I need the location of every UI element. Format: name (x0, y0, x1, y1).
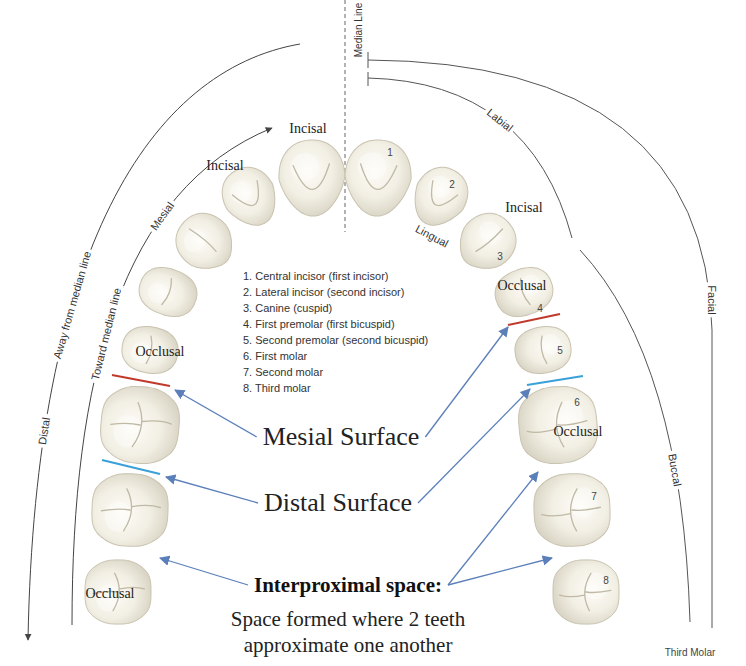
tooth-list-item: 8. Third molar (243, 382, 311, 394)
tooth-highlight (226, 177, 257, 207)
tooth-outline (489, 260, 559, 323)
surface-term: Occlusal (136, 344, 185, 360)
leader-arrow (175, 390, 257, 437)
toward-median-arrow (72, 128, 272, 625)
tooth-outline (165, 203, 244, 282)
tooth-outline (133, 260, 203, 323)
tooth-list-item: 2. Lateral incisor (second incisor) (243, 286, 404, 298)
tooth-groove (101, 488, 161, 532)
distal-surface-mark (102, 460, 160, 474)
corner-caption: Third Molar (665, 647, 716, 658)
tooth-groove (162, 279, 174, 306)
leader-arrow (448, 558, 552, 585)
direction-label: Mesial (146, 197, 178, 235)
tooth-highlight (112, 414, 143, 449)
tooth-figure (553, 560, 619, 624)
tooth-number: 1 (387, 147, 393, 158)
tooth-list-item: 7. Second molar (243, 366, 323, 378)
tooth-figure (343, 138, 413, 217)
tooth-number: 8 (603, 575, 609, 586)
tooth-list-item: 3. Canine (cuspid) (243, 302, 332, 314)
tooth-outline (343, 138, 413, 217)
tooth-number: 2 (449, 179, 455, 190)
leader-arrow (160, 558, 248, 585)
callout-label: Mesial Surface (263, 422, 420, 452)
tooth-figure (489, 260, 559, 323)
tooth-groove (476, 229, 504, 252)
callout-label: Distal Surface (264, 488, 412, 518)
tooth-figure (85, 560, 151, 624)
leader-arrow (425, 327, 508, 437)
tooth-number: 3 (497, 251, 503, 262)
tooth-list-item: 6. First molar (243, 350, 307, 362)
tooth-highlight (104, 501, 132, 533)
leader-arrow (448, 472, 538, 585)
tooth-highlight (475, 216, 506, 248)
bracket-tick (368, 72, 369, 86)
tooth-outline (511, 322, 574, 377)
tooth-outline (85, 560, 151, 624)
surface-term: Incisal (505, 200, 542, 216)
direction-label: Toward median line (88, 284, 124, 385)
tooth-figure (165, 203, 244, 282)
tooth-outline (277, 138, 347, 217)
tooth-highlight (425, 172, 456, 202)
tooth-figure (98, 383, 182, 466)
surface-term: Occlusal (498, 278, 547, 294)
tooth-number: 7 (591, 491, 597, 502)
tooth-number: 4 (537, 303, 543, 314)
tooth-list-item: 5. Second premolar (second bicuspid) (243, 334, 428, 346)
tooth-figure (277, 138, 347, 217)
tooth-figure (533, 472, 611, 547)
tooth-groove (109, 400, 173, 449)
surface-term: Incisal (289, 121, 326, 137)
tooth-outline (98, 383, 182, 466)
leader-arrow (166, 477, 258, 503)
region-label: Buccal (666, 450, 685, 491)
note-heading: Interproximal space: (254, 573, 442, 598)
tooth-highlight (145, 280, 172, 306)
tooth-groove (560, 573, 611, 610)
note-text: Space formed where 2 teeth approximate o… (188, 606, 508, 658)
tooth-groove (189, 228, 217, 251)
median-line (345, 0, 346, 232)
mesial-surface-mark (508, 314, 560, 325)
tooth-figure (133, 260, 203, 323)
leader-arrow (418, 389, 530, 503)
region-label: Labial (482, 104, 517, 135)
direction-label: Away from median line (50, 247, 94, 363)
tooth-outline (91, 472, 169, 547)
tooth-groove (359, 164, 397, 191)
tooth-groove (539, 336, 547, 364)
tooth-outline (553, 560, 619, 624)
region-label: Facial (706, 282, 718, 317)
tooth-groove (293, 164, 331, 191)
leader-group (160, 327, 552, 585)
tooth-outline (533, 472, 611, 547)
surface-term: Incisal (206, 158, 243, 174)
region-label: Lingual (414, 222, 451, 249)
median-label: Median Line (353, 1, 364, 59)
mesial-surface-mark (112, 375, 170, 386)
tooth-figure (511, 322, 574, 377)
tooth-number: 5 (557, 345, 563, 356)
surface-term: Occlusal (86, 586, 135, 602)
direction-label: Distal (35, 414, 52, 449)
tooth-list-item: 4. First premolar (first bicuspid) (243, 318, 395, 330)
tooth-figure (91, 472, 169, 547)
teeth-group (85, 138, 619, 624)
tooth-highlight (569, 487, 597, 519)
surface-term: Occlusal (554, 424, 603, 440)
tooth-groove (541, 488, 601, 532)
tooth-groove (232, 181, 267, 212)
tooth-list-item: 1. Central incisor (first incisor) (243, 270, 388, 282)
tooth-number: 6 (574, 397, 580, 408)
bracket-tick (368, 52, 369, 68)
distal-surface-mark (527, 376, 583, 385)
